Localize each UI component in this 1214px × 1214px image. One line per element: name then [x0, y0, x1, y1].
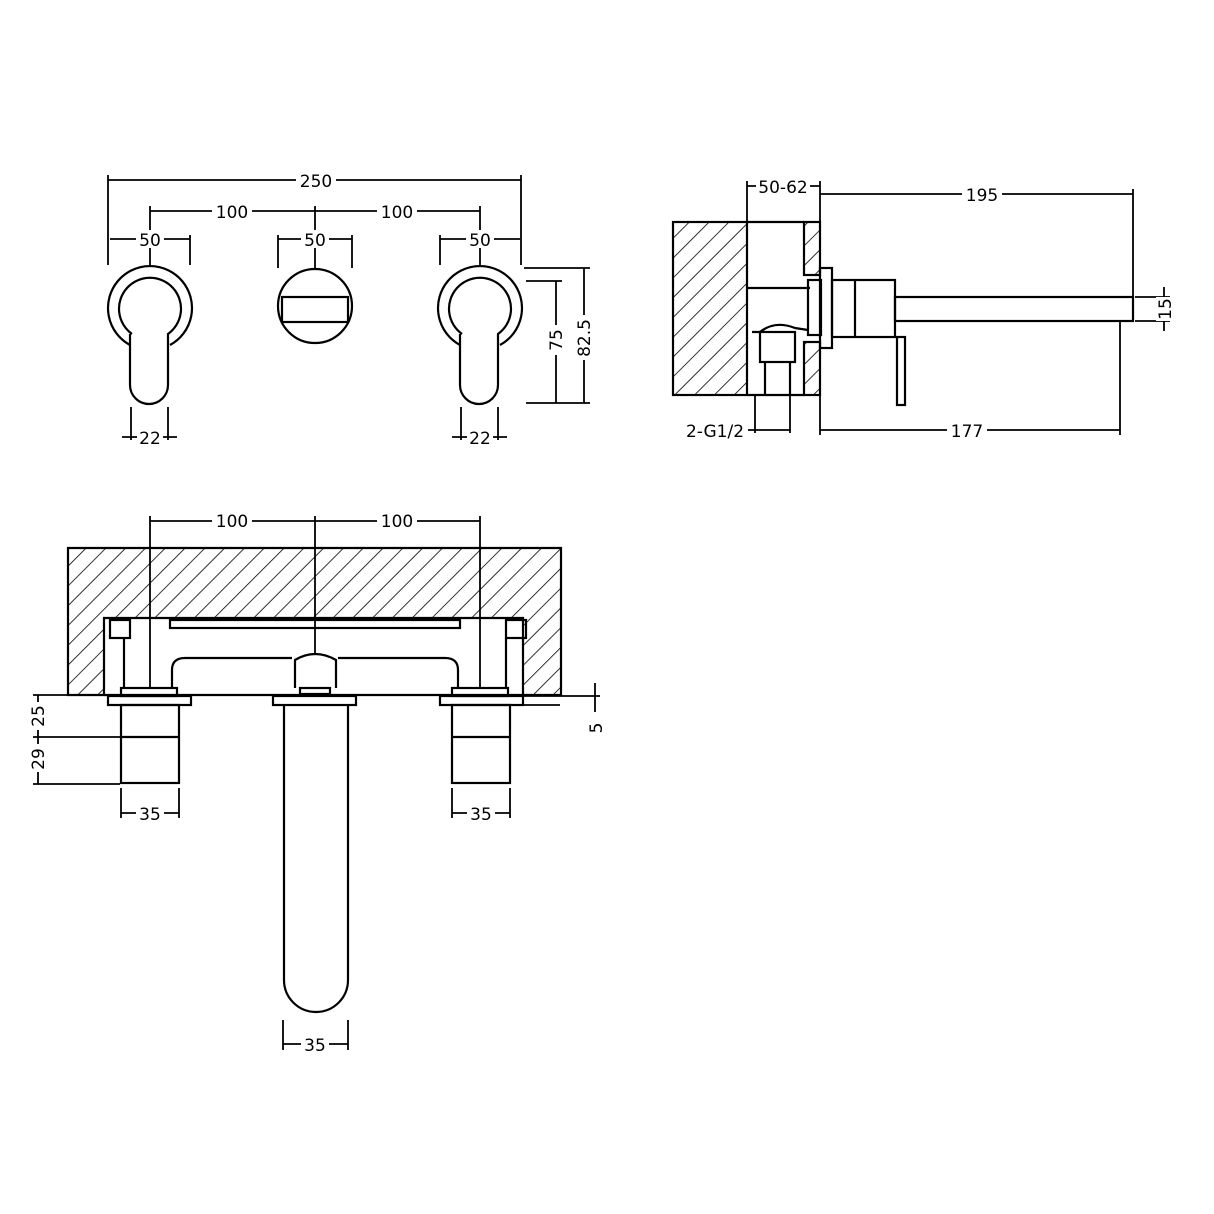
svg-text:35: 35	[304, 1036, 326, 1056]
svg-text:50: 50	[304, 231, 326, 251]
dim-overall-width: 250	[107, 170, 522, 265]
svg-text:15: 15	[1156, 298, 1176, 320]
top-view: 100 100 25 29 5 35	[28, 512, 607, 1056]
dim-plates: 50 50 50	[110, 230, 520, 268]
dim-heights: 75 82.5	[524, 267, 595, 404]
svg-text:100: 100	[381, 512, 413, 532]
dim-body-heights: 25 29	[28, 694, 120, 785]
front-view: 250 100 100 50 50 50	[106, 170, 595, 449]
svg-text:50: 50	[139, 231, 161, 251]
svg-text:29: 29	[29, 748, 49, 770]
svg-text:35: 35	[139, 805, 161, 825]
dim-spout-width: 35	[282, 1020, 349, 1056]
svg-text:22: 22	[469, 429, 491, 449]
svg-text:177: 177	[951, 422, 983, 442]
svg-text:100: 100	[216, 512, 248, 532]
svg-text:250: 250	[300, 172, 332, 192]
svg-text:5: 5	[587, 723, 607, 734]
svg-text:100: 100	[216, 203, 248, 223]
dim-spout-thickness: 15	[1135, 287, 1176, 331]
dim-centres: 100 100	[149, 202, 481, 270]
svg-text:22: 22	[139, 429, 161, 449]
dim-spout-projection: 195	[820, 185, 1134, 297]
dim-inlet: 2-G1/2	[686, 395, 791, 442]
wall-section	[671, 220, 749, 397]
dim-body-widths: 35 35	[120, 788, 511, 825]
svg-text:50-62: 50-62	[758, 178, 807, 198]
dim-wall-depth: 50-62	[746, 177, 821, 222]
svg-text:195: 195	[966, 186, 998, 206]
right-handle	[436, 264, 524, 406]
svg-text:75: 75	[547, 329, 567, 351]
left-handle	[106, 264, 194, 406]
svg-text:50: 50	[469, 231, 491, 251]
spout-plate	[276, 267, 354, 345]
dim-handle-widths: 22 22	[122, 407, 507, 449]
svg-text:2-G1/2: 2-G1/2	[686, 422, 744, 442]
svg-text:100: 100	[381, 203, 413, 223]
side-view: 50-62 195 15 177 2-G1/2	[671, 177, 1176, 442]
dim-outlet-reach: 177	[819, 321, 1121, 442]
dim-plate-offset: 5	[524, 683, 607, 733]
dim-top-centres: 100 100	[149, 512, 481, 688]
svg-text:25: 25	[29, 705, 49, 727]
spout	[282, 705, 350, 1014]
svg-text:35: 35	[470, 805, 492, 825]
svg-text:82.5: 82.5	[575, 319, 595, 357]
